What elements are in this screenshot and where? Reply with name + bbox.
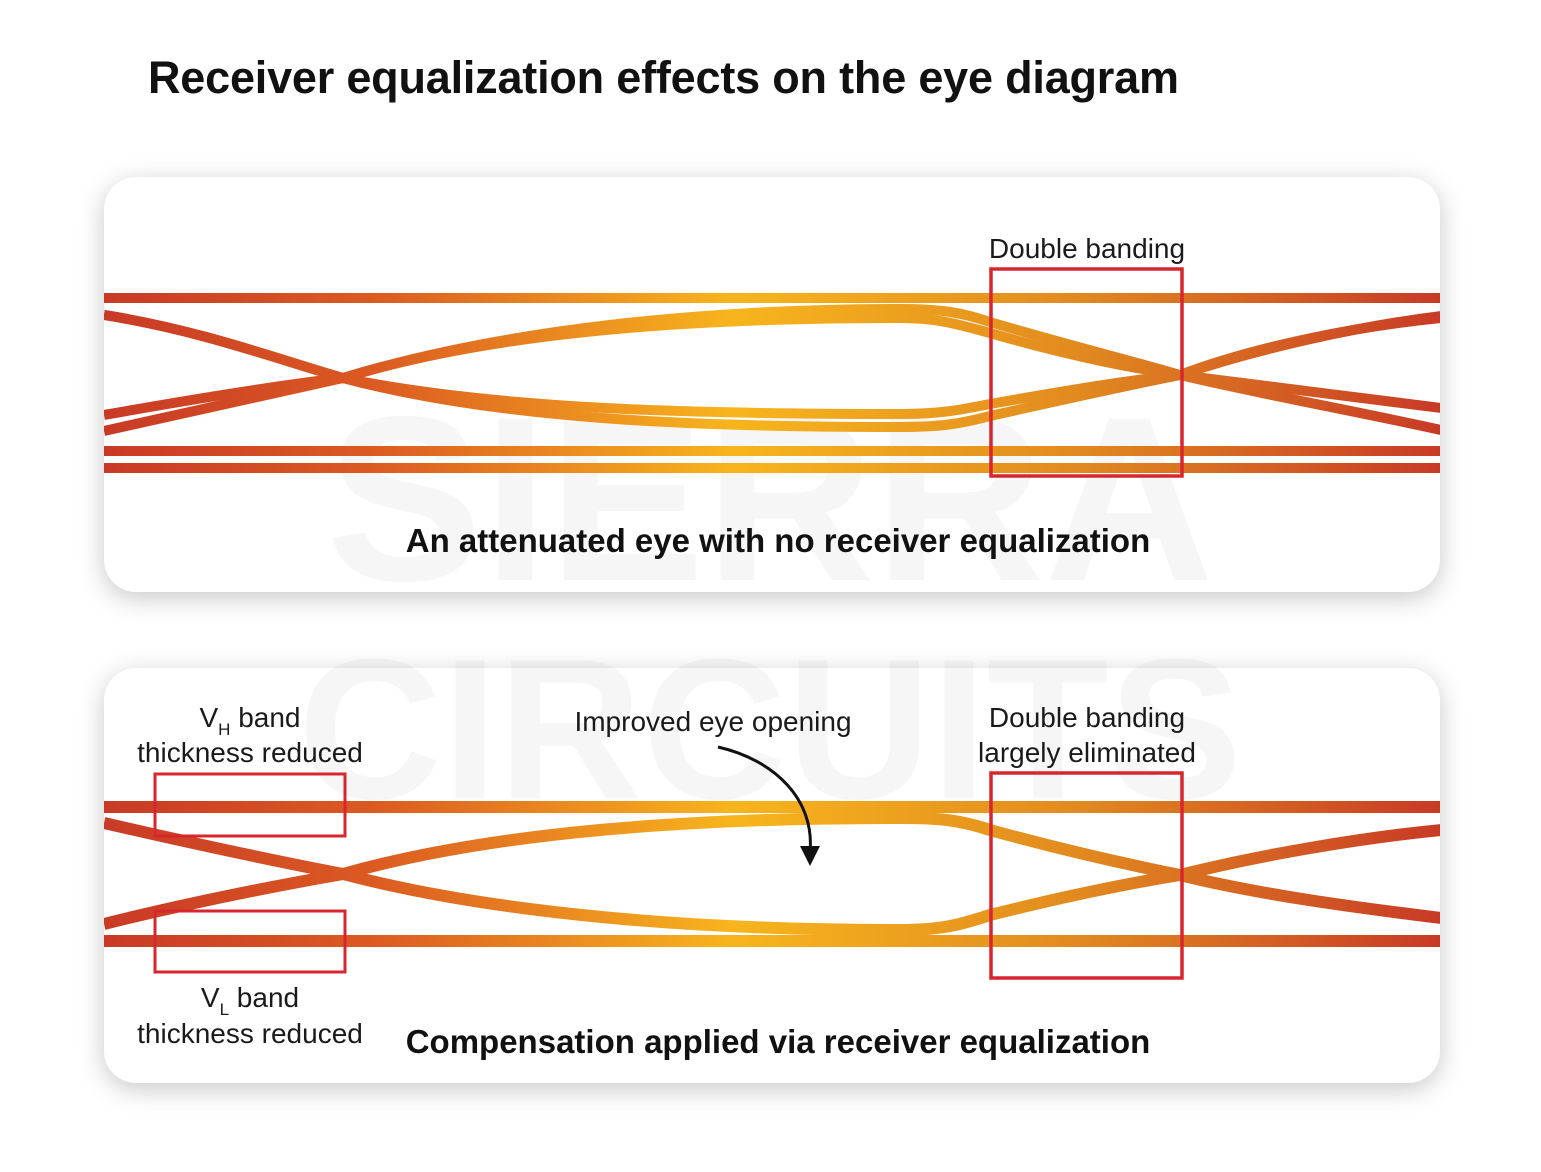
banding-eliminated-label-line1: Double banding xyxy=(989,702,1185,733)
vh-band-label-line2: thickness reduced xyxy=(137,737,363,768)
vl-band-label-line2: thickness reduced xyxy=(137,1018,363,1049)
vh-band-box xyxy=(153,772,347,838)
vl-symbol: V xyxy=(201,982,220,1013)
trace-high-rail-3 xyxy=(104,310,1440,384)
arrow-head-icon xyxy=(800,846,820,866)
vl-band-box xyxy=(153,909,347,974)
vh-symbol: V xyxy=(199,702,218,733)
top-panel-caption: An attenuated eye with no receiver equal… xyxy=(406,522,1151,559)
trace-upper-eye xyxy=(104,811,1440,930)
bottom-panel-caption: Compensation applied via receiver equali… xyxy=(406,1023,1151,1060)
equalized-eye-traces xyxy=(104,801,1440,947)
vl-band-label-line1: VL band xyxy=(201,982,299,1019)
vl-band-word: band xyxy=(229,982,299,1013)
vh-band-word: band xyxy=(230,702,300,733)
double-banding-label: Double banding xyxy=(989,233,1185,264)
diagram-title: Receiver equalization effects on the eye… xyxy=(148,52,1179,103)
banding-eliminated-label-line2: largely eliminated xyxy=(978,737,1196,768)
double-banding-box xyxy=(989,267,1184,478)
improved-eye-arrow xyxy=(717,745,812,853)
trace-low-rail-2 xyxy=(104,369,1440,420)
double-banding-eliminated-box xyxy=(989,771,1184,980)
improved-eye-opening-label: Improved eye opening xyxy=(574,706,851,737)
attenuated-eye-traces xyxy=(104,293,1440,473)
trace-lower-eye xyxy=(104,817,1440,937)
vl-subscript: L xyxy=(220,1000,229,1019)
vh-band-label-line1: VH band xyxy=(199,702,300,739)
vh-subscript: H xyxy=(218,720,230,739)
